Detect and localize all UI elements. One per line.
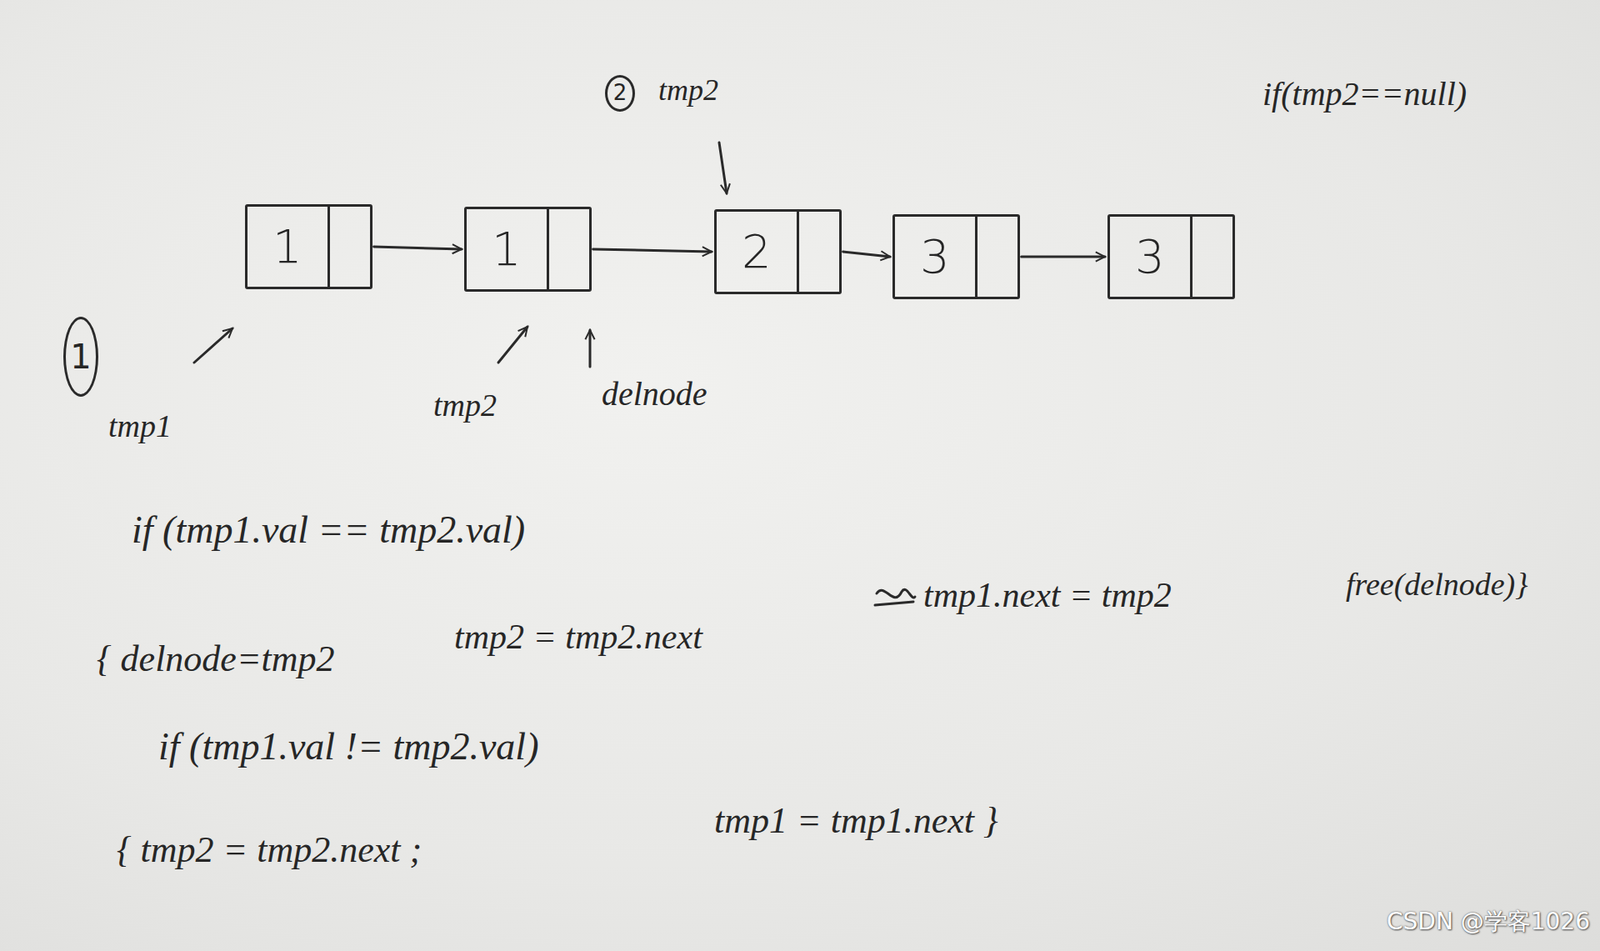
next-link-arrow [374,246,462,250]
handwritten-note: tmp2 [433,387,497,425]
pointer-arrow [719,142,727,194]
list-node: 1 [245,204,373,290]
handwritten-note: tmp1 = tmp1.next } [714,800,999,843]
handwritten-note: { tmp2 = tmp2.next ; [116,829,422,872]
pointer-arrow [589,330,592,367]
node-value: 2 [716,211,797,292]
list-node: 2 [714,209,842,295]
strike-scribble [875,589,915,605]
handwritten-note: tmp1 [108,408,172,445]
node-value: 3 [1110,216,1190,297]
node-value: 1 [466,209,547,290]
handwritten-note: tmp2 [658,73,719,108]
watermark: CSDN @学客1026 [1386,908,1590,935]
list-node: 1 [464,206,592,292]
next-link-arrow [1021,255,1105,259]
next-link-arrow [593,249,712,252]
step-number: 2 [605,75,635,112]
step-number: 1 [63,316,99,397]
handwritten-note: tmp1.next = tmp2 [923,575,1172,615]
pointer-arrow [194,328,233,363]
handwritten-note: free(delnode)} [1345,566,1528,604]
handwritten-note: if (tmp1.val != tmp2.val) [158,725,539,770]
handwritten-note: if (tmp1.val == tmp2.val) [131,508,525,553]
next-pointer-cell [546,209,590,290]
list-node: 3 [1107,214,1235,300]
node-value: 1 [247,206,328,287]
next-pointer-cell [327,206,370,287]
list-node: 3 [892,214,1020,300]
node-value: 3 [895,216,975,297]
handwritten-note: tmp2 = tmp2.next [454,616,703,657]
next-pointer-cell [975,216,1018,297]
handwritten-note: { delnode=tmp2 [96,638,335,681]
next-pointer-cell [796,211,840,292]
next-pointer-cell [1190,216,1233,297]
next-link-arrow [843,251,890,257]
pointer-arrow [498,326,528,363]
handwritten-note: if(tmp2==null) [1262,75,1467,114]
handwritten-note: delnode [601,375,708,414]
